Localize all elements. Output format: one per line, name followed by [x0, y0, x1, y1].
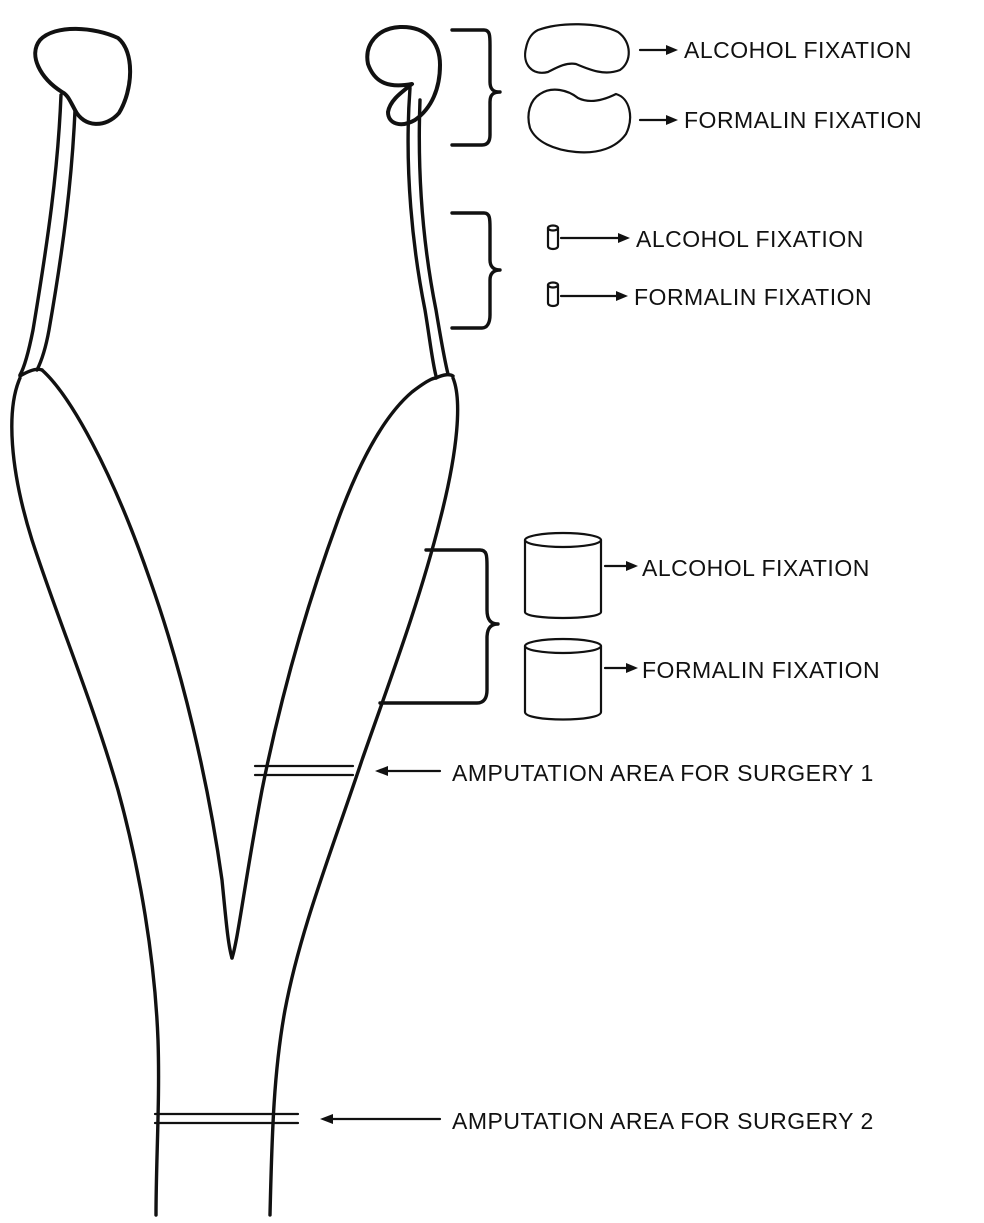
label-horn-alcohol: ALCOHOL FIXATION: [642, 555, 870, 581]
amputation-cut-1: [255, 766, 353, 775]
ureter-sample-formalin: [548, 283, 558, 307]
right-kidney: [367, 27, 440, 124]
arrow-ureter-formalin: [561, 291, 628, 301]
right-outer-contour: [270, 378, 458, 1215]
organ-outline: [12, 27, 458, 1215]
arrow-amputation-2: [320, 1114, 440, 1124]
ureter-bracket: [452, 213, 500, 328]
arrow-horn-alcohol: [605, 561, 638, 571]
label-horn-formalin: FORMALIN FIXATION: [642, 657, 880, 683]
kidney-sample-alcohol: [525, 24, 629, 73]
label-amputation-1: AMPUTATION AREA FOR SURGERY 1: [452, 760, 874, 786]
label-kidney-alcohol: ALCOHOL FIXATION: [684, 37, 912, 63]
label-amputation-2: AMPUTATION AREA FOR SURGERY 2: [452, 1108, 874, 1134]
horn-sample-alcohol: [525, 533, 601, 618]
ureter-sample-alcohol: [548, 226, 558, 250]
arrow-kidney-formalin: [640, 115, 678, 125]
arrow-amputation-1: [375, 766, 440, 776]
right-horn-top: [436, 375, 453, 378]
left-outer-contour: [12, 378, 159, 1215]
arrow-horn-formalin: [605, 663, 638, 673]
horn-bracket: [380, 550, 498, 703]
kidney-bracket: [452, 30, 500, 145]
horn-sample-formalin: [525, 639, 601, 720]
left-ureter-outer: [20, 95, 61, 375]
right-inner-contour: [232, 378, 436, 958]
right-ureter-outer: [408, 88, 436, 376]
amputation-cut-2: [155, 1114, 298, 1123]
label-ureter-alcohol: ALCOHOL FIXATION: [636, 226, 864, 252]
arrow-kidney-alcohol: [640, 45, 678, 55]
kidney-sample-formalin: [528, 90, 630, 153]
right-ureter-inner: [419, 100, 448, 374]
left-kidney: [35, 29, 130, 124]
label-kidney-formalin: FORMALIN FIXATION: [684, 107, 922, 133]
label-ureter-formalin: FORMALIN FIXATION: [634, 284, 872, 310]
arrow-ureter-alcohol: [561, 233, 630, 243]
